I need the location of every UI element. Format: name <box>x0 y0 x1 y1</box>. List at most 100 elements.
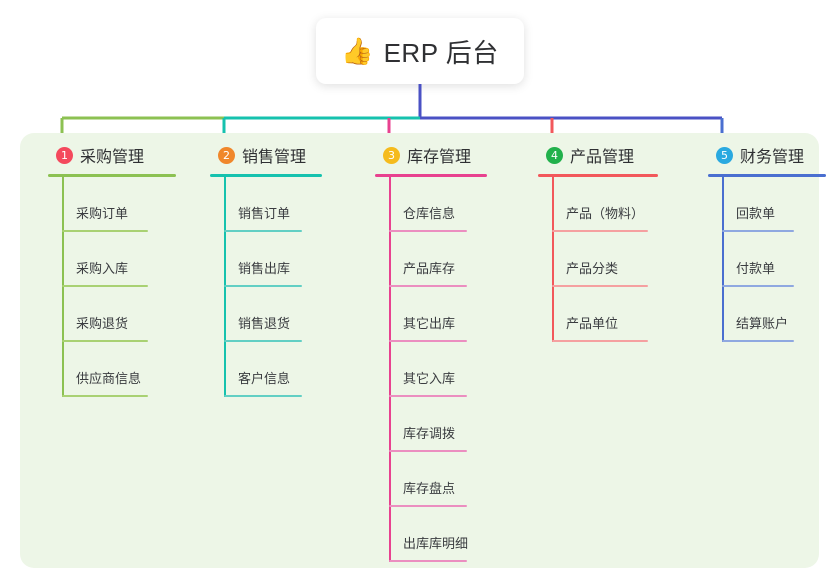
branch-item[interactable]: 库存盘点 <box>365 452 471 507</box>
branch-column-2: 2 销售管理销售订单销售出库销售退货客户信息 <box>200 133 322 397</box>
branch-column-4: 4 产品管理产品（物料） 产品分类产品单位 <box>528 133 658 342</box>
branch-item-label: 产品分类 <box>566 261 619 276</box>
branch-item-label: 销售订单 <box>238 206 291 221</box>
branch-item[interactable]: 回款单 <box>698 177 804 232</box>
branch-item-label: 库存调拨 <box>403 426 456 441</box>
branch-item-label: 结算账户 <box>736 316 789 331</box>
branch-item[interactable]: 销售订单 <box>200 177 306 232</box>
branch-item-rule <box>62 395 148 397</box>
branch-item[interactable]: 其它出库 <box>365 287 471 342</box>
branch-item-rule <box>389 560 467 562</box>
branch-item-label: 其它出库 <box>403 316 456 331</box>
branch-item-label: 付款单 <box>736 261 776 276</box>
root-node[interactable]: 👍 ERP 后台 <box>316 18 524 84</box>
branch-header-2[interactable]: 2 销售管理 <box>200 133 322 177</box>
branch-item-rule <box>224 340 302 342</box>
branch-item-rule <box>389 395 467 397</box>
branch-item-rule <box>722 340 794 342</box>
branch-item[interactable]: 仓库信息 <box>365 177 471 232</box>
branch-spine <box>62 177 64 397</box>
branch-column-1: 1 采购管理采购订单采购入库采购退货供应商信息 <box>38 133 176 397</box>
branch-item-rule <box>552 230 648 232</box>
branch-item[interactable]: 产品（物料） <box>528 177 648 232</box>
branch-items: 采购订单采购入库采购退货供应商信息 <box>38 177 148 397</box>
thumbs-up-icon: 👍 <box>341 36 374 66</box>
branch-item-label: 其它入库 <box>403 371 456 386</box>
branch-header-rule <box>538 174 658 177</box>
branch-columns: 1 采购管理采购订单采购入库采购退货供应商信息 2 销售管理销售订单销售出库销售退货客… <box>20 133 826 568</box>
branch-item-rule <box>389 450 467 452</box>
branches-panel <box>20 133 819 568</box>
branch-item-rule <box>62 230 148 232</box>
branch-item-rule <box>62 285 148 287</box>
branch-spine <box>389 177 391 562</box>
branch-item-label: 销售出库 <box>238 261 291 276</box>
branch-number-badge: 2 <box>218 146 235 164</box>
branch-item-label: 产品库存 <box>403 261 456 276</box>
branch-item[interactable]: 付款单 <box>698 232 804 287</box>
root-title: ERP 后台 <box>383 37 499 68</box>
branch-item[interactable]: 客户信息 <box>200 342 306 397</box>
branch-item-rule <box>389 505 467 507</box>
branch-item-label: 仓库信息 <box>403 206 456 221</box>
branch-item-label: 销售退货 <box>238 316 291 331</box>
branch-item-rule <box>552 340 648 342</box>
branch-number-badge: 4 <box>546 146 563 164</box>
branch-title: 财务管理 <box>740 149 805 166</box>
branch-header-4[interactable]: 4 产品管理 <box>528 133 658 177</box>
branch-header-3[interactable]: 3 库存管理 <box>365 133 487 177</box>
branch-title: 库存管理 <box>407 149 472 166</box>
branch-header-rule <box>708 174 826 177</box>
root-node-content: 👍 ERP 后台 <box>341 33 499 70</box>
branch-item-label: 客户信息 <box>238 371 291 386</box>
branch-column-5: 5 财务管理回款单付款单结算账户 <box>698 133 826 342</box>
branch-item-rule <box>224 395 302 397</box>
branch-item-label: 出库库明细 <box>403 536 469 551</box>
branch-item[interactable]: 库存调拨 <box>365 397 471 452</box>
branch-item[interactable]: 供应商信息 <box>38 342 148 397</box>
branch-items: 仓库信息产品库存其它出库其它入库库存调拨库存盘点出库库明细 <box>365 177 471 562</box>
branch-item-rule <box>552 285 648 287</box>
branch-header-rule <box>48 174 176 177</box>
branch-item[interactable]: 采购入库 <box>38 232 148 287</box>
branch-header-5[interactable]: 5 财务管理 <box>698 133 826 177</box>
branch-items: 销售订单销售出库销售退货客户信息 <box>200 177 306 397</box>
branch-item-rule <box>722 230 794 232</box>
branch-number-badge: 5 <box>716 146 733 164</box>
branch-item[interactable]: 销售出库 <box>200 232 306 287</box>
branch-item-label: 采购订单 <box>76 206 129 221</box>
branch-column-3: 3 库存管理仓库信息产品库存其它出库其它入库库存调拨库存盘点出库库明细 <box>365 133 487 562</box>
branch-item[interactable]: 结算账户 <box>698 287 804 342</box>
branch-spine <box>722 177 724 342</box>
branch-item-label: 库存盘点 <box>403 481 456 496</box>
branch-item-rule <box>722 285 794 287</box>
branch-item-rule <box>224 285 302 287</box>
branch-item[interactable]: 产品库存 <box>365 232 471 287</box>
branch-item-label: 产品单位 <box>566 316 619 331</box>
branch-header-1[interactable]: 1 采购管理 <box>38 133 176 177</box>
branch-header-rule <box>210 174 322 177</box>
branch-item[interactable]: 采购退货 <box>38 287 148 342</box>
branch-item[interactable]: 其它入库 <box>365 342 471 397</box>
branch-item-rule <box>62 340 148 342</box>
branch-item[interactable]: 产品分类 <box>528 232 648 287</box>
branch-item-rule <box>389 230 467 232</box>
branch-item[interactable]: 出库库明细 <box>365 507 471 562</box>
branch-number-badge: 3 <box>383 146 400 164</box>
branch-header-rule <box>375 174 487 177</box>
branch-number-badge: 1 <box>56 146 73 164</box>
branch-title: 采购管理 <box>80 149 145 166</box>
branch-item-label: 供应商信息 <box>76 371 142 386</box>
branch-item[interactable]: 采购订单 <box>38 177 148 232</box>
branch-title: 产品管理 <box>570 149 635 166</box>
branch-item-label: 回款单 <box>736 206 776 221</box>
branch-item-label: 产品（物料） <box>566 206 645 221</box>
branch-title: 销售管理 <box>242 149 307 166</box>
branch-item[interactable]: 产品单位 <box>528 287 648 342</box>
branch-item-label: 采购入库 <box>76 261 129 276</box>
branch-spine <box>224 177 226 397</box>
branch-item-rule <box>389 340 467 342</box>
branch-item[interactable]: 销售退货 <box>200 287 306 342</box>
branch-item-label: 采购退货 <box>76 316 129 331</box>
